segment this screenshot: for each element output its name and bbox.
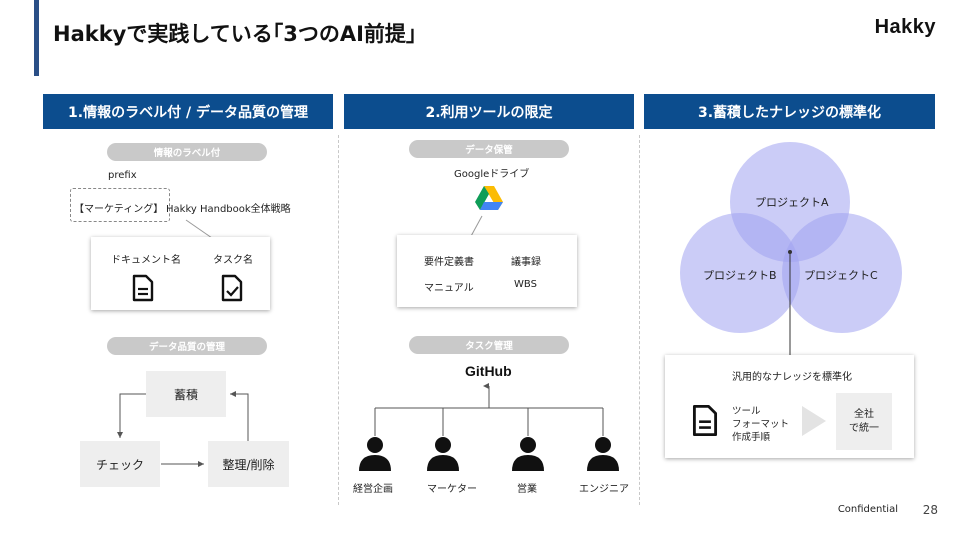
pill-data-storage: データ保管 (409, 140, 569, 158)
venn-circle-c (782, 213, 902, 333)
venn-connector (788, 250, 792, 356)
standardize-title: 汎用的なナレッジを標準化 (732, 372, 852, 383)
org-tree-lines (374, 383, 604, 436)
callout-pointer (469, 215, 483, 239)
role-marketer: マーケター (427, 484, 477, 495)
github-logo: GitHub (465, 363, 512, 379)
person-icon (359, 437, 391, 471)
item-procedure: 作成手順 (732, 432, 771, 443)
confidential-label: Confidential (837, 504, 898, 515)
column-header-labeling: 1.情報のラベル付 / データ品質の管理 (43, 94, 333, 129)
role-engineer: エンジニア (579, 484, 629, 495)
role-sales: 営業 (517, 484, 537, 495)
pill-data-quality: データ品質の管理 (107, 337, 267, 355)
task-document-icon (221, 274, 243, 302)
google-drive-label: Googleドライブ (454, 169, 530, 180)
page-number: 28 (922, 503, 938, 517)
cycle-organize: 整理/削除 (208, 441, 289, 487)
doc-manual: マニュアル (424, 283, 474, 294)
label-example-bracket: 【マーケティング】 (74, 204, 164, 215)
column-header-tools: 2.利用ツールの限定 (344, 94, 634, 129)
company-wide-unified-box: 全社 で統一 (836, 393, 892, 450)
column-divider (338, 135, 339, 505)
column-divider (639, 135, 640, 505)
title-accent-bar (34, 0, 39, 76)
venn-circle-b (680, 213, 800, 333)
label-example-name: Hakky Handbook全体戦略 (166, 204, 291, 215)
documents-card (397, 235, 577, 307)
result-line-2: で統一 (849, 422, 879, 434)
document-icon (692, 404, 718, 437)
person-icon (587, 437, 619, 471)
task-name-label: タスク名 (213, 255, 253, 266)
venn-label-c: プロジェクトC (804, 269, 878, 282)
google-drive-icon (475, 186, 503, 210)
page-title: Hakkyで実践している｢3つのAI前提｣ (53, 22, 417, 46)
item-tool: ツール (732, 406, 761, 417)
result-line-1: 全社 (854, 408, 874, 420)
pill-labeling: 情報のラベル付 (107, 143, 267, 161)
document-name-label: ドキュメント名 (111, 255, 181, 266)
cycle-check: チェック (80, 441, 160, 487)
doc-requirements: 要件定義書 (424, 257, 474, 268)
doc-wbs: WBS (514, 279, 537, 290)
person-icon (427, 437, 459, 471)
callout-pointer (185, 219, 213, 239)
column-header-standardize: 3.蓄積したナレッジの標準化 (644, 94, 935, 129)
item-format: フォーマット (732, 419, 790, 430)
document-icon (132, 274, 154, 302)
hakky-logo: Hakky (874, 16, 936, 38)
pill-task-management: タスク管理 (409, 336, 569, 354)
cycle-arrows (117, 391, 249, 467)
doc-minutes: 議事録 (511, 257, 541, 268)
cycle-accumulate: 蓄積 (146, 371, 226, 417)
role-management: 経営企画 (353, 484, 393, 495)
venn-label-a: プロジェクトA (755, 196, 829, 209)
person-icon (512, 437, 544, 471)
arrow-right-icon (802, 406, 826, 436)
venn-label-b: プロジェクトB (703, 269, 777, 282)
prefix-highlight-box (70, 188, 170, 222)
prefix-label: prefix (108, 170, 137, 181)
